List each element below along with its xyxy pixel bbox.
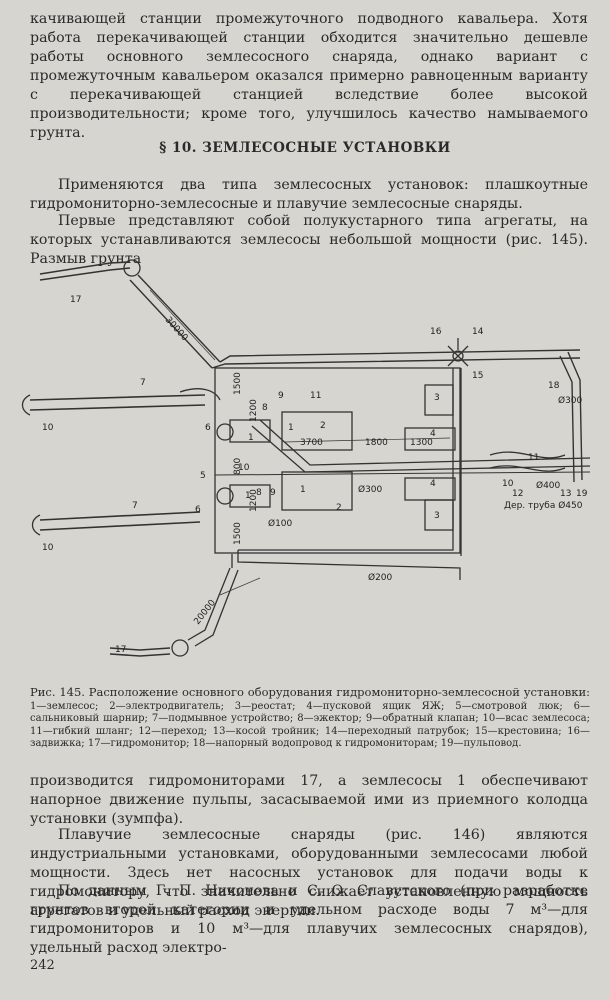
label-11-right: 11 — [528, 453, 539, 463]
label-12: 12 — [512, 489, 523, 499]
label-3b: 3 — [434, 511, 440, 521]
label-9-bottom: 9 — [270, 488, 276, 498]
label-11-top: 11 — [310, 391, 321, 401]
label-16: 16 — [430, 327, 442, 337]
label-4b: 4 — [430, 479, 436, 489]
dim-20000: 20000 — [192, 598, 218, 627]
equipment-layout-diagram: 17 17 7 7 10 10 10 10 6 6 5 9 9 8 8 11 1… — [21, 259, 591, 657]
label-18: 18 — [548, 381, 560, 391]
paragraph-floating-dredgers: Плавучие землесосные снаряды (рис. 146) … — [30, 827, 588, 919]
label-2b: 2 — [336, 503, 342, 513]
label-1b: 1 — [248, 433, 254, 443]
paragraph-first-type: Первые представляют собой полукустарного… — [30, 213, 588, 267]
label-7-top: 7 — [140, 378, 146, 388]
label-8-top: 8 — [262, 403, 268, 413]
label-9-top: 9 — [278, 391, 284, 401]
label-14: 14 — [472, 327, 484, 337]
page-number: 242 — [30, 958, 55, 973]
label-6-top: 6 — [205, 423, 211, 433]
dim-phi200: Ø200 — [368, 572, 393, 583]
label-10-left-top: 10 — [42, 423, 54, 433]
label-5: 5 — [200, 471, 206, 481]
paragraph-types: Применяются два типа землесосных установ… — [30, 177, 588, 212]
paragraph-data: По данным Г. П. Никонова и С. О. Славутс… — [30, 883, 588, 956]
dim-800: 800 — [233, 458, 243, 475]
label-15: 15 — [472, 371, 483, 381]
label-7-bottom: 7 — [132, 501, 138, 511]
paragraph-monitors: производится гидромониторами 17, а земле… — [30, 773, 588, 827]
motor-1 — [281, 411, 353, 451]
label-19: 19 — [576, 489, 588, 499]
dim-phi300-right: Ø300 — [558, 395, 583, 406]
label-6-bottom: 6 — [195, 505, 201, 515]
label-10-right: 10 — [502, 479, 514, 489]
label-10-center: 10 — [238, 463, 250, 473]
figure-caption: Рис. 145. Расположение основного оборудо… — [30, 686, 590, 751]
starter-box-2 — [404, 477, 456, 501]
label-1a: 1 — [288, 423, 294, 433]
label-wooden-pipe: Дер. труба Ø450 — [504, 500, 583, 511]
dim-3700: 3700 — [300, 438, 323, 448]
label-1d: 1 — [245, 491, 251, 501]
dim-phi100: Ø100 — [268, 518, 293, 529]
section-heading: § 10. ЗЕМЛЕСОСНЫЕ УСТАНОВКИ — [159, 140, 451, 156]
label-1c: 1 — [300, 485, 306, 495]
label-2a: 2 — [320, 421, 326, 431]
paragraph-intro: качивающей станции промежуточного подвод… — [30, 11, 588, 141]
dim-phi400: Ø400 — [536, 480, 561, 491]
dim-30000: 30000 — [163, 315, 190, 343]
dim-1500-top: 1500 — [233, 372, 243, 395]
dim-phi300-center: Ø300 — [358, 484, 383, 495]
dim-1200-bottom: 1200 — [249, 489, 259, 512]
dim-1800: 1800 — [365, 438, 388, 448]
dim-1500-bottom: 1500 — [233, 522, 243, 545]
label-10-left-bottom: 10 — [42, 543, 54, 553]
label-13: 13 — [560, 489, 571, 499]
label-8-bottom: 8 — [256, 488, 262, 498]
label-17-bottom: 17 — [115, 645, 126, 655]
motor-2 — [281, 471, 353, 511]
caption-legend: 1—землесос; 2—электродвигатель; 3—реоста… — [30, 700, 590, 750]
caption-title: Рис. 145. Расположение основного оборудо… — [30, 685, 590, 699]
dim-1300: 1300 — [410, 438, 433, 448]
label-17-top: 17 — [70, 295, 81, 305]
label-3a: 3 — [434, 393, 440, 403]
dim-1200-top: 1200 — [249, 399, 259, 422]
pontoon-platform — [214, 367, 461, 554]
label-4a: 4 — [430, 429, 436, 439]
